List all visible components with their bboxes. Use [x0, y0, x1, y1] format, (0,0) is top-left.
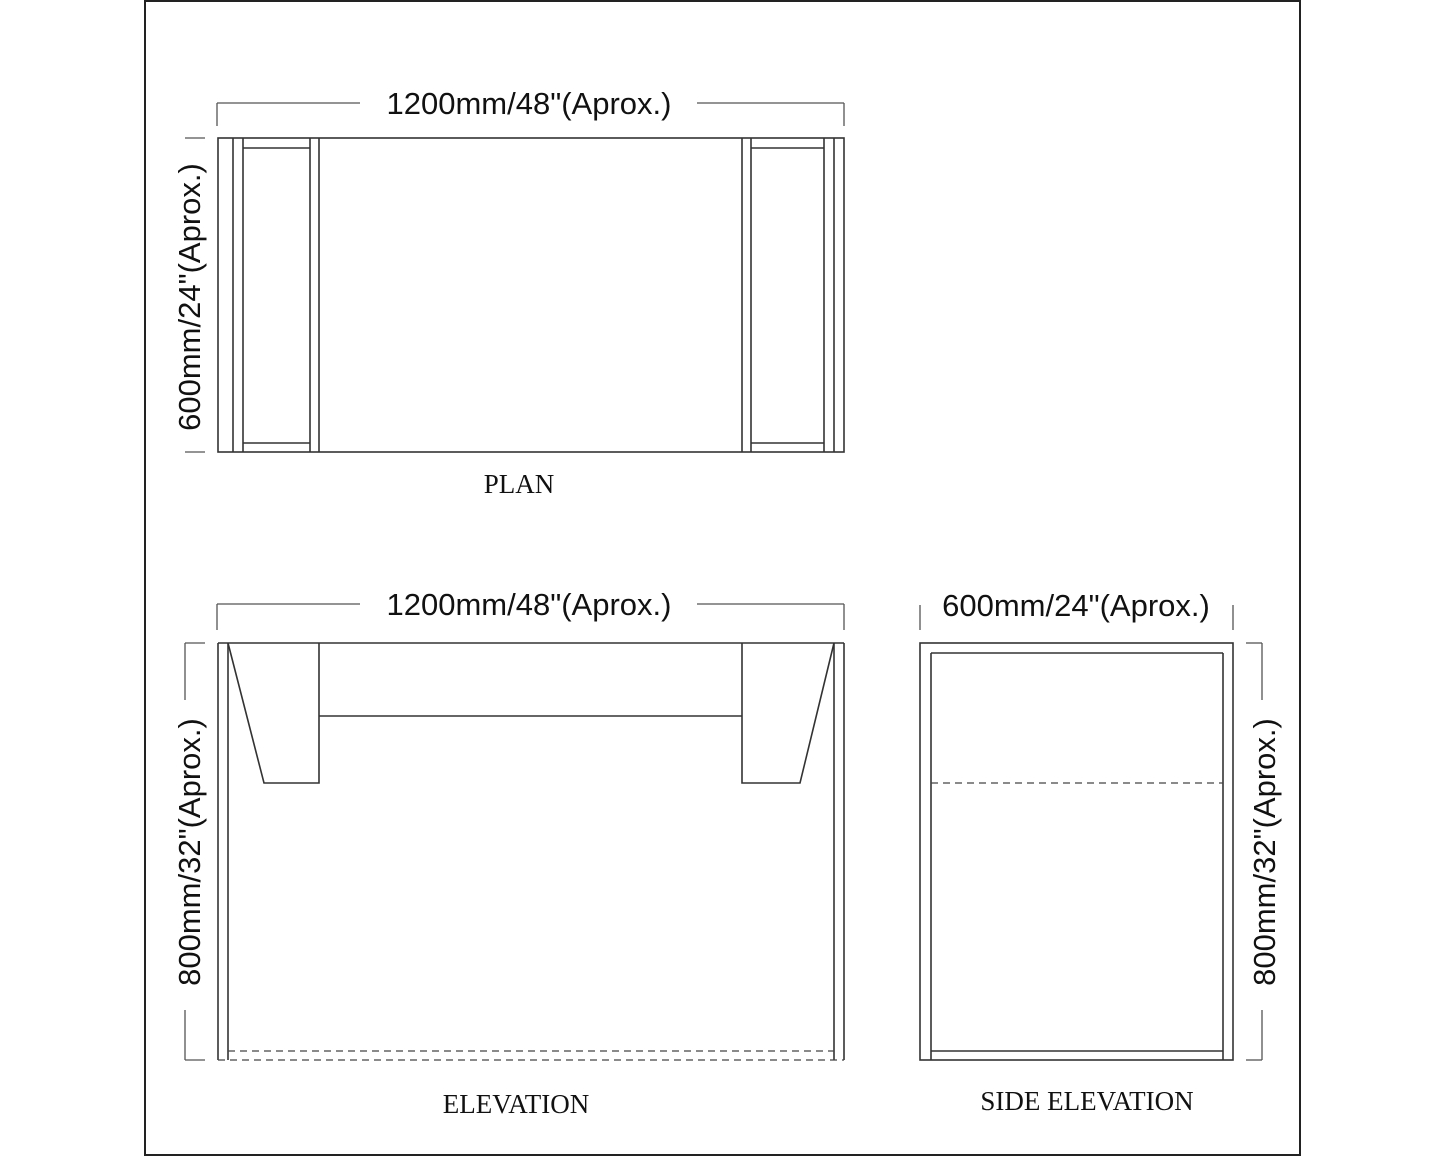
right-drawer-panel	[741, 642, 835, 784]
side-elevation-title: SIDE ELEVATION	[980, 1086, 1193, 1116]
elevation-title: ELEVATION	[443, 1089, 589, 1119]
side-width-dimension: 600mm/24"(Aprox.)	[919, 588, 1234, 630]
side-height-dimension: 800mm/32"(Aprox.)	[1246, 642, 1282, 1061]
plan-width-dimension: 1200mm/48"(Aprox.)	[216, 86, 845, 126]
elevation-height-label: 800mm/32"(Aprox.)	[172, 718, 207, 986]
plan-width-label: 1200mm/48"(Aprox.)	[387, 86, 672, 121]
sheet-border	[144, 0, 1301, 1156]
side-elevation-view: 600mm/24"(Aprox.) 800mm/32"(Aprox.) SIDE…	[919, 588, 1282, 1116]
left-drawer-panel	[227, 642, 320, 784]
plan-depth-label: 600mm/24"(Aprox.)	[172, 163, 207, 431]
side-width-label: 600mm/24"(Aprox.)	[942, 588, 1210, 623]
side-height-label: 800mm/32"(Aprox.)	[1247, 718, 1282, 986]
side-outer-frame	[919, 642, 1234, 1061]
elevation-width-label: 1200mm/48"(Aprox.)	[387, 587, 672, 622]
plan-view: 1200mm/48"(Aprox.) 600mm/24"(Aprox.) PLA…	[172, 86, 845, 499]
elevation-view: 1200mm/48"(Aprox.) 800mm/32"(Aprox.) ELE…	[172, 587, 845, 1119]
elevation-height-dimension: 800mm/32"(Aprox.)	[172, 642, 207, 1061]
plan-title: PLAN	[484, 469, 555, 499]
elevation-width-dimension: 1200mm/48"(Aprox.)	[216, 587, 845, 630]
plan-depth-dimension: 600mm/24"(Aprox.)	[172, 137, 207, 453]
plan-tabletop-outline	[217, 137, 845, 453]
